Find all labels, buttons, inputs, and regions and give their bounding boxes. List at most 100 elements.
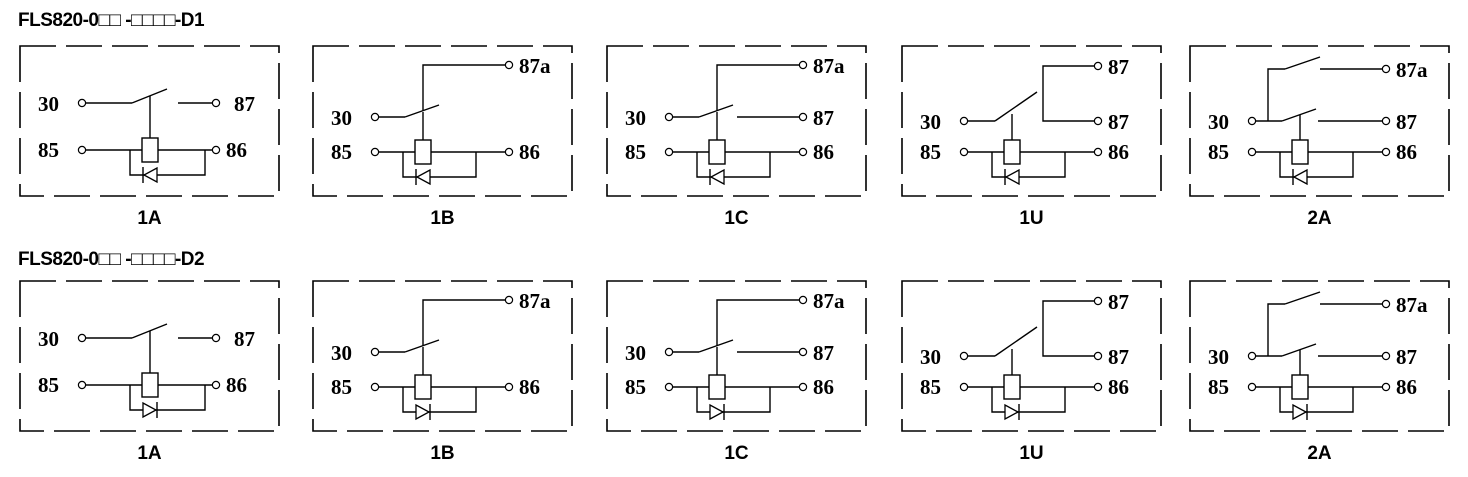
pin-label-85: 85 (920, 375, 941, 399)
pin-label-30: 30 (1208, 110, 1229, 134)
row-1-title: FLS820-0□□ -□□□□-D1 (18, 10, 205, 31)
pin-label-87-top: 87 (1108, 55, 1129, 79)
no-bridge-wire (1042, 300, 1094, 357)
pin-label-30: 30 (920, 110, 941, 134)
nc-wire (716, 64, 799, 111)
switch-blade-2 (1284, 291, 1321, 305)
pin-label-86: 86 (1108, 140, 1129, 164)
diode-loop (402, 152, 477, 178)
pin-label-87a: 87a (813, 289, 845, 313)
switch-blade (698, 104, 734, 118)
terminal-30 (77, 98, 87, 108)
terminal-85 (370, 382, 380, 392)
terminal-87 (1381, 351, 1391, 361)
terminal-87 (1093, 116, 1103, 126)
diode-loop (1279, 387, 1354, 413)
terminal-30 (959, 351, 969, 361)
pin-label-87a: 87a (1396, 293, 1428, 317)
terminal-87 (1381, 116, 1391, 126)
terminal-30 (1247, 116, 1257, 126)
dashed-frame (606, 45, 867, 197)
pin-label-87: 87 (813, 341, 834, 365)
terminal-85 (77, 145, 87, 155)
pin-label-85: 85 (920, 140, 941, 164)
nc-wire (422, 299, 505, 346)
com-branch-wire (1267, 303, 1285, 356)
pin-label-86: 86 (519, 140, 540, 164)
terminal-85 (77, 380, 87, 390)
no-bridge-wire (1042, 65, 1094, 122)
pin-label-86: 86 (226, 373, 247, 397)
terminal-85 (664, 382, 674, 392)
relay-type-label: 1U (1019, 208, 1043, 229)
relay-type-label: 2A (1307, 443, 1332, 464)
pin-label-30: 30 (331, 106, 352, 130)
row-2-title: FLS820-0□□ -□□□□-D2 (18, 249, 204, 270)
pin-label-30: 30 (1208, 345, 1229, 369)
dashed-frame (19, 280, 280, 432)
terminal-85 (1247, 382, 1257, 392)
terminal-86 (211, 145, 221, 155)
pin-label-87: 87 (1396, 345, 1417, 369)
pin-label-86: 86 (1396, 375, 1417, 399)
terminal-87 (798, 112, 808, 122)
dashed-frame (901, 45, 1162, 197)
terminal-30 (664, 112, 674, 122)
pin-label-30: 30 (625, 341, 646, 365)
pin-label-30: 30 (920, 345, 941, 369)
terminal-87 (211, 98, 221, 108)
pin-label-85: 85 (1208, 375, 1229, 399)
dashed-frame (312, 45, 573, 197)
switch-blade (698, 339, 734, 353)
diode-icon (1004, 168, 1020, 186)
terminal-85 (370, 147, 380, 157)
pin-label-87: 87 (1108, 110, 1129, 134)
switch-blade-2 (1284, 56, 1321, 70)
pin-label-30: 30 (38, 327, 59, 351)
pin-label-86: 86 (1396, 140, 1417, 164)
switch-blade (994, 326, 1038, 357)
terminal-87-top (1093, 61, 1103, 71)
terminal-86 (1381, 382, 1391, 392)
diode-icon (709, 403, 725, 421)
switch-blade (404, 339, 440, 353)
pin-label-86: 86 (226, 138, 247, 162)
pin-label-85: 85 (38, 138, 59, 162)
switch-blade (1281, 343, 1317, 357)
pin-label-87: 87 (234, 92, 255, 116)
coil (1291, 374, 1309, 400)
terminal-87a (1381, 64, 1391, 74)
terminal-30 (77, 333, 87, 343)
coil (1003, 139, 1021, 165)
nc-wire (422, 64, 505, 111)
relay-type-label: 2A (1307, 208, 1332, 229)
pin-label-85: 85 (625, 140, 646, 164)
dashed-frame (1189, 45, 1450, 197)
terminal-87a (798, 60, 808, 70)
dashed-frame (312, 280, 573, 432)
dashed-frame (1189, 280, 1450, 432)
relay-type-label: 1A (137, 443, 162, 464)
diode-loop (129, 150, 206, 176)
relay-type-label: 1C (724, 208, 749, 229)
terminal-85 (959, 382, 969, 392)
diode-loop (402, 387, 477, 413)
pin-label-86: 86 (813, 375, 834, 399)
diode-icon (1292, 403, 1308, 421)
dashed-frame (606, 280, 867, 432)
nc-wire (716, 299, 799, 346)
pin-label-30: 30 (625, 106, 646, 130)
pin-label-86: 86 (1108, 375, 1129, 399)
terminal-30 (370, 347, 380, 357)
diode-loop (991, 387, 1066, 413)
coil (414, 139, 432, 165)
coil (141, 137, 159, 163)
terminal-30 (664, 347, 674, 357)
terminal-85 (664, 147, 674, 157)
relay-type-label: 1C (724, 443, 749, 464)
